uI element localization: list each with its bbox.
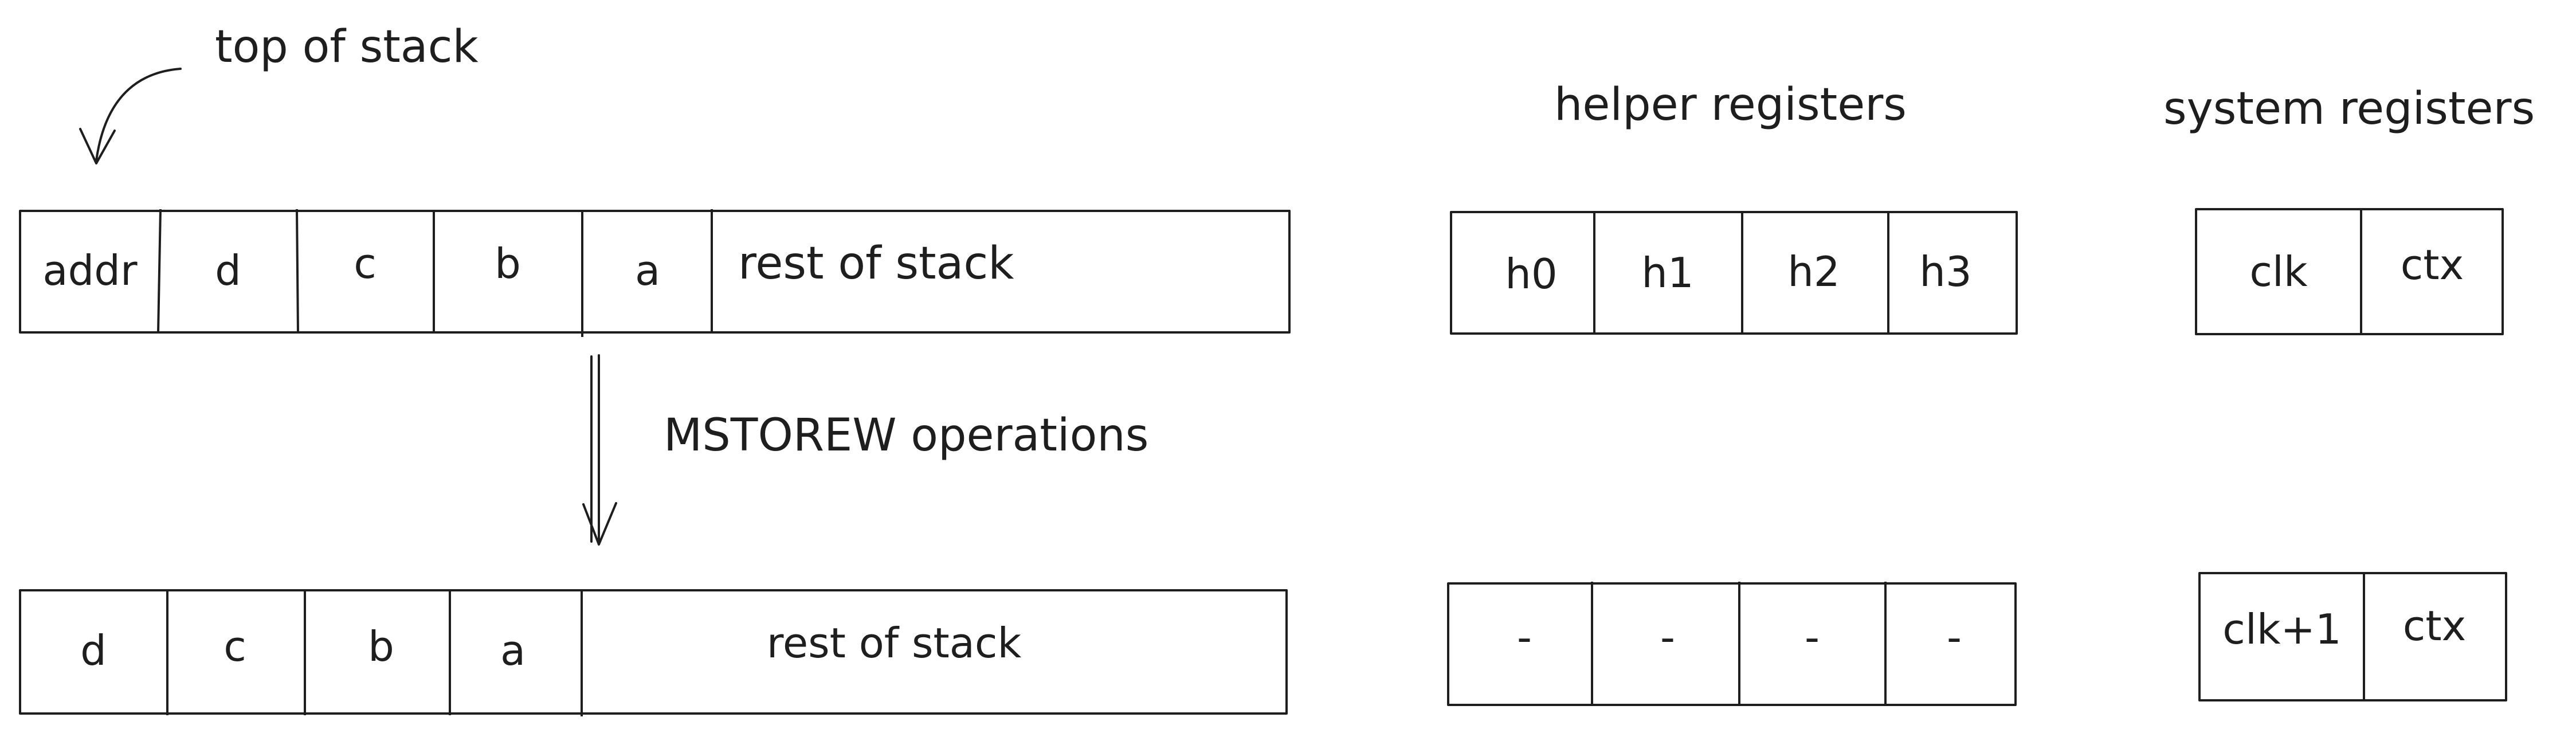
stack-cell: a xyxy=(500,626,526,675)
system-before: clk ctx xyxy=(2195,208,2504,335)
rest-of-stack-cell: rest of stack xyxy=(738,238,1014,289)
system-registers-label: system registers xyxy=(2163,83,2535,135)
helper-cell: - xyxy=(1517,613,1532,661)
helper-registers-label: helper registers xyxy=(1554,79,1907,131)
operation-arrow xyxy=(582,354,617,546)
rest-of-stack-cell: rest of stack xyxy=(767,619,1022,667)
helper-cell: - xyxy=(1805,613,1820,661)
system-cell: ctx xyxy=(2401,241,2464,289)
system-cell: ctx xyxy=(2403,602,2466,650)
helpers-before: h0 h1 h2 h3 xyxy=(1450,211,2018,335)
system-cell: clk+1 xyxy=(2222,605,2341,653)
system-after: clk+1 ctx xyxy=(2198,572,2507,701)
helper-cell: h3 xyxy=(1919,248,1971,296)
stack-after: d c b a rest of stack xyxy=(19,589,1288,716)
helpers-after: - - - - xyxy=(1447,582,2017,706)
operation-label: MSTOREW operations xyxy=(664,410,1148,461)
helper-cell: h2 xyxy=(1787,248,1840,296)
stack-cell: a xyxy=(635,246,660,295)
stack-cell: d xyxy=(215,246,241,295)
stack-cell: c xyxy=(354,240,377,288)
stack-cell: d xyxy=(80,626,107,675)
stack-cell: b xyxy=(368,622,394,671)
top-of-stack-arrow xyxy=(79,68,182,164)
system-cell: clk xyxy=(2249,248,2308,296)
helper-cell: h0 xyxy=(1505,250,1557,298)
top-of-stack-label: top of stack xyxy=(215,21,479,73)
stack-cell: c xyxy=(224,622,246,671)
stack-cell: b xyxy=(495,240,521,288)
stack-cell: addr xyxy=(42,246,138,295)
stack-before: addr d c b a rest of stack xyxy=(19,209,1291,337)
helper-cell: - xyxy=(1947,613,1962,661)
helper-cell: - xyxy=(1660,613,1675,661)
helper-cell: h1 xyxy=(1641,249,1693,297)
